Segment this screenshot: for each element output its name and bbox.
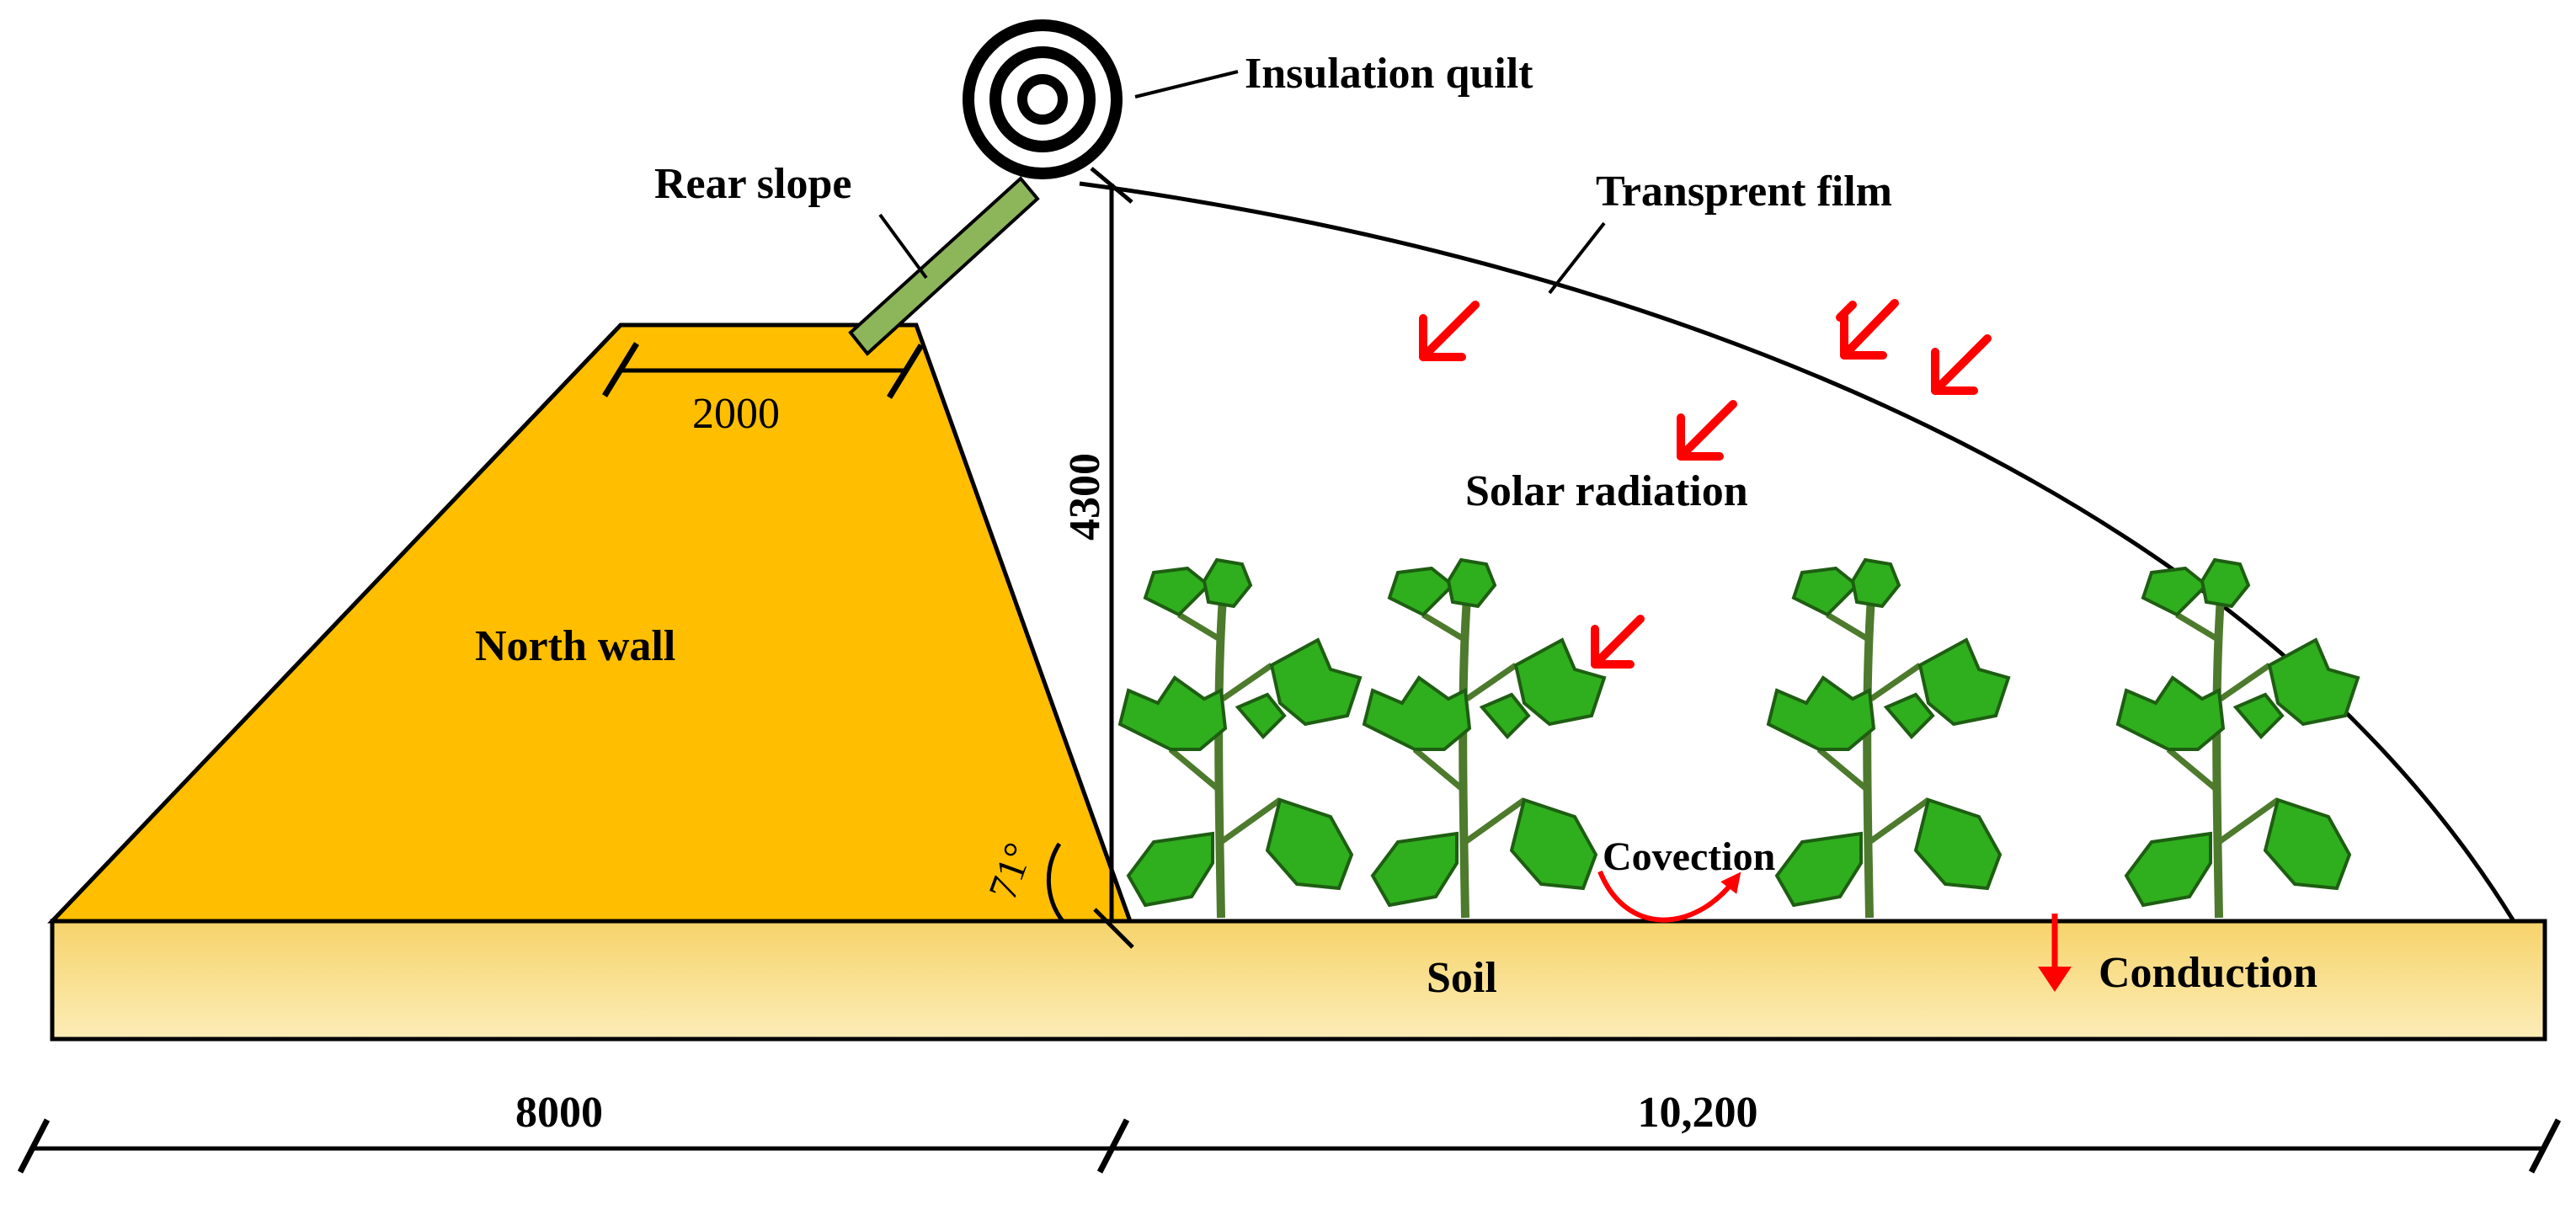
- height-dimension: [1090, 167, 1134, 949]
- insulation-quilt-leader: [1134, 70, 1239, 99]
- rear-slope-board: [848, 176, 1040, 356]
- solar-radiation-label: Solar radiation: [1465, 467, 1748, 515]
- wall-top-dimension: [602, 342, 924, 399]
- north-wall: [47, 322, 1133, 924]
- diagonal-arrow-icon: [1677, 400, 1737, 461]
- south-span-label: 10,200: [1638, 1089, 1758, 1137]
- conduction-label: Conduction: [2099, 949, 2317, 997]
- soil-label: Soil: [1427, 954, 1497, 1002]
- transparent-film-curve: [1079, 181, 2516, 923]
- diagonal-arrow-icon: [1591, 615, 1645, 669]
- transparent-film-leader: [1548, 221, 1606, 295]
- transparent-film-label: Transprent film: [1596, 168, 1892, 216]
- rear-slope-leader: [878, 213, 928, 280]
- north-span-label: 8000: [515, 1089, 603, 1137]
- cucumber-plant-icon: [1117, 557, 1363, 919]
- height-dimension-label: 4300: [1061, 453, 1109, 541]
- bottom-dimension: [17, 1118, 2562, 1174]
- diagonal-arrow-icon: [1931, 334, 1992, 395]
- concentric-rings-icon: [963, 19, 1123, 179]
- insulation-quilt-label: Insulation quilt: [1245, 50, 1533, 98]
- convection-label: Covection: [1603, 834, 1775, 879]
- cucumber-plant-icon: [1364, 560, 1604, 918]
- diagonal-arrow-icon: [1836, 299, 1899, 360]
- convection-arrow: [1597, 870, 1741, 923]
- rear-slope-label: Rear slope: [654, 160, 851, 208]
- soil-layer: [50, 919, 2547, 1042]
- conduction-arrow: [2038, 914, 2072, 992]
- angle-arc: [1046, 842, 1064, 923]
- wall-top-dimension-label: 2000: [692, 390, 780, 438]
- cucumber-plant-icon: [2118, 560, 2358, 918]
- solar-arrows: [1419, 299, 1992, 669]
- diagonal-arrow-icon: [1419, 301, 1480, 361]
- north-wall-label: North wall: [475, 622, 675, 670]
- cucumber-plant-icon: [1768, 560, 2008, 918]
